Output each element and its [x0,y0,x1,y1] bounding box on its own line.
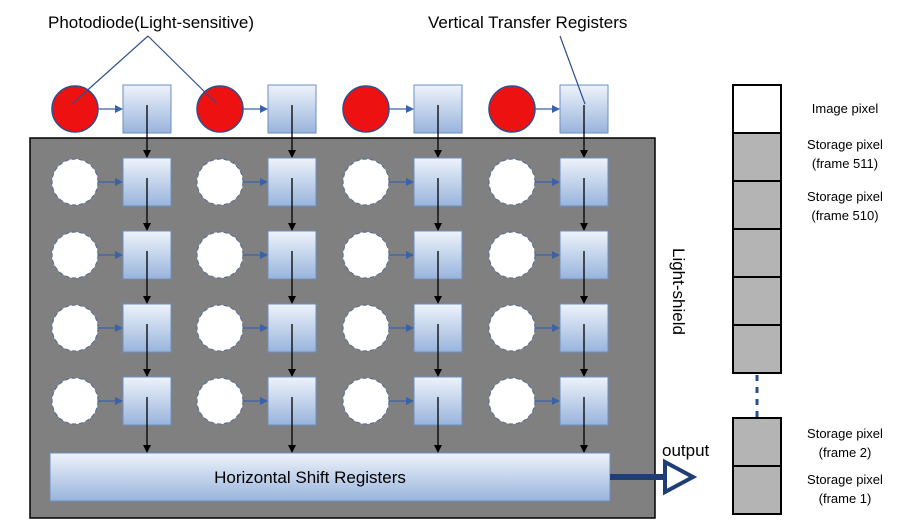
photodiode-active [51,85,99,133]
photodiode-shielded [342,377,390,425]
photodiode-shielded [488,231,536,279]
photodiode-shielded [342,304,390,352]
photodiode-shielded [51,304,99,352]
photodiode-active [488,85,536,133]
photodiode-callout-left [71,35,149,105]
light-shield-label: Light-shield [669,248,688,335]
photodiode-shielded [196,304,244,352]
storage-cell [732,180,782,230]
vertical-registers-label: Vertical Transfer Registers [428,13,627,32]
photodiode-callout-right [147,35,218,105]
frame510-label-line1: Storage pixel [807,189,883,204]
storage-cell-frame-1 [732,465,782,515]
photodiode-shielded [488,304,536,352]
pixel-grid [51,84,609,453]
frame2-label-line2: (frame 2) [819,445,872,460]
photodiode-shielded [342,158,390,206]
output-arrow-head [663,458,698,496]
horizontal-shift-registers-label: Horizontal Shift Registers [214,468,406,487]
image-pixel-cell [732,84,782,134]
photodiode-shielded [488,158,536,206]
storage-column [732,84,782,515]
frame2-label-line1: Storage pixel [807,426,883,441]
photodiode-active [196,85,244,133]
output-label: output [662,441,710,460]
frame510-label-line2: (frame 510) [811,208,878,223]
frame511-label-line1: Storage pixel [807,137,883,152]
photodiode-shielded [51,377,99,425]
vertical-registers-callout [559,35,586,105]
storage-cell [732,324,782,374]
storage-cell [732,276,782,326]
photodiode-shielded [51,158,99,206]
frame511-label-line2: (frame 511) [812,156,878,171]
photodiode-shielded [488,377,536,425]
photodiode-shielded [51,231,99,279]
storage-cell [732,132,782,182]
photodiode-active [342,85,390,133]
frame1-label-line1: Storage pixel [807,472,883,487]
horizontal-shift-registers [49,452,611,502]
storage-cell [732,228,782,278]
photodiode-shielded [196,158,244,206]
photodiode-label: Photodiode(Light-sensitive) [48,13,254,32]
photodiode-shielded [196,231,244,279]
storage-cell-frame-2 [732,417,782,467]
photodiode-shielded [196,377,244,425]
photodiode-shielded [342,231,390,279]
image-pixel-label: Image pixel [812,101,879,116]
frame1-label-line2: (frame 1) [819,491,872,506]
